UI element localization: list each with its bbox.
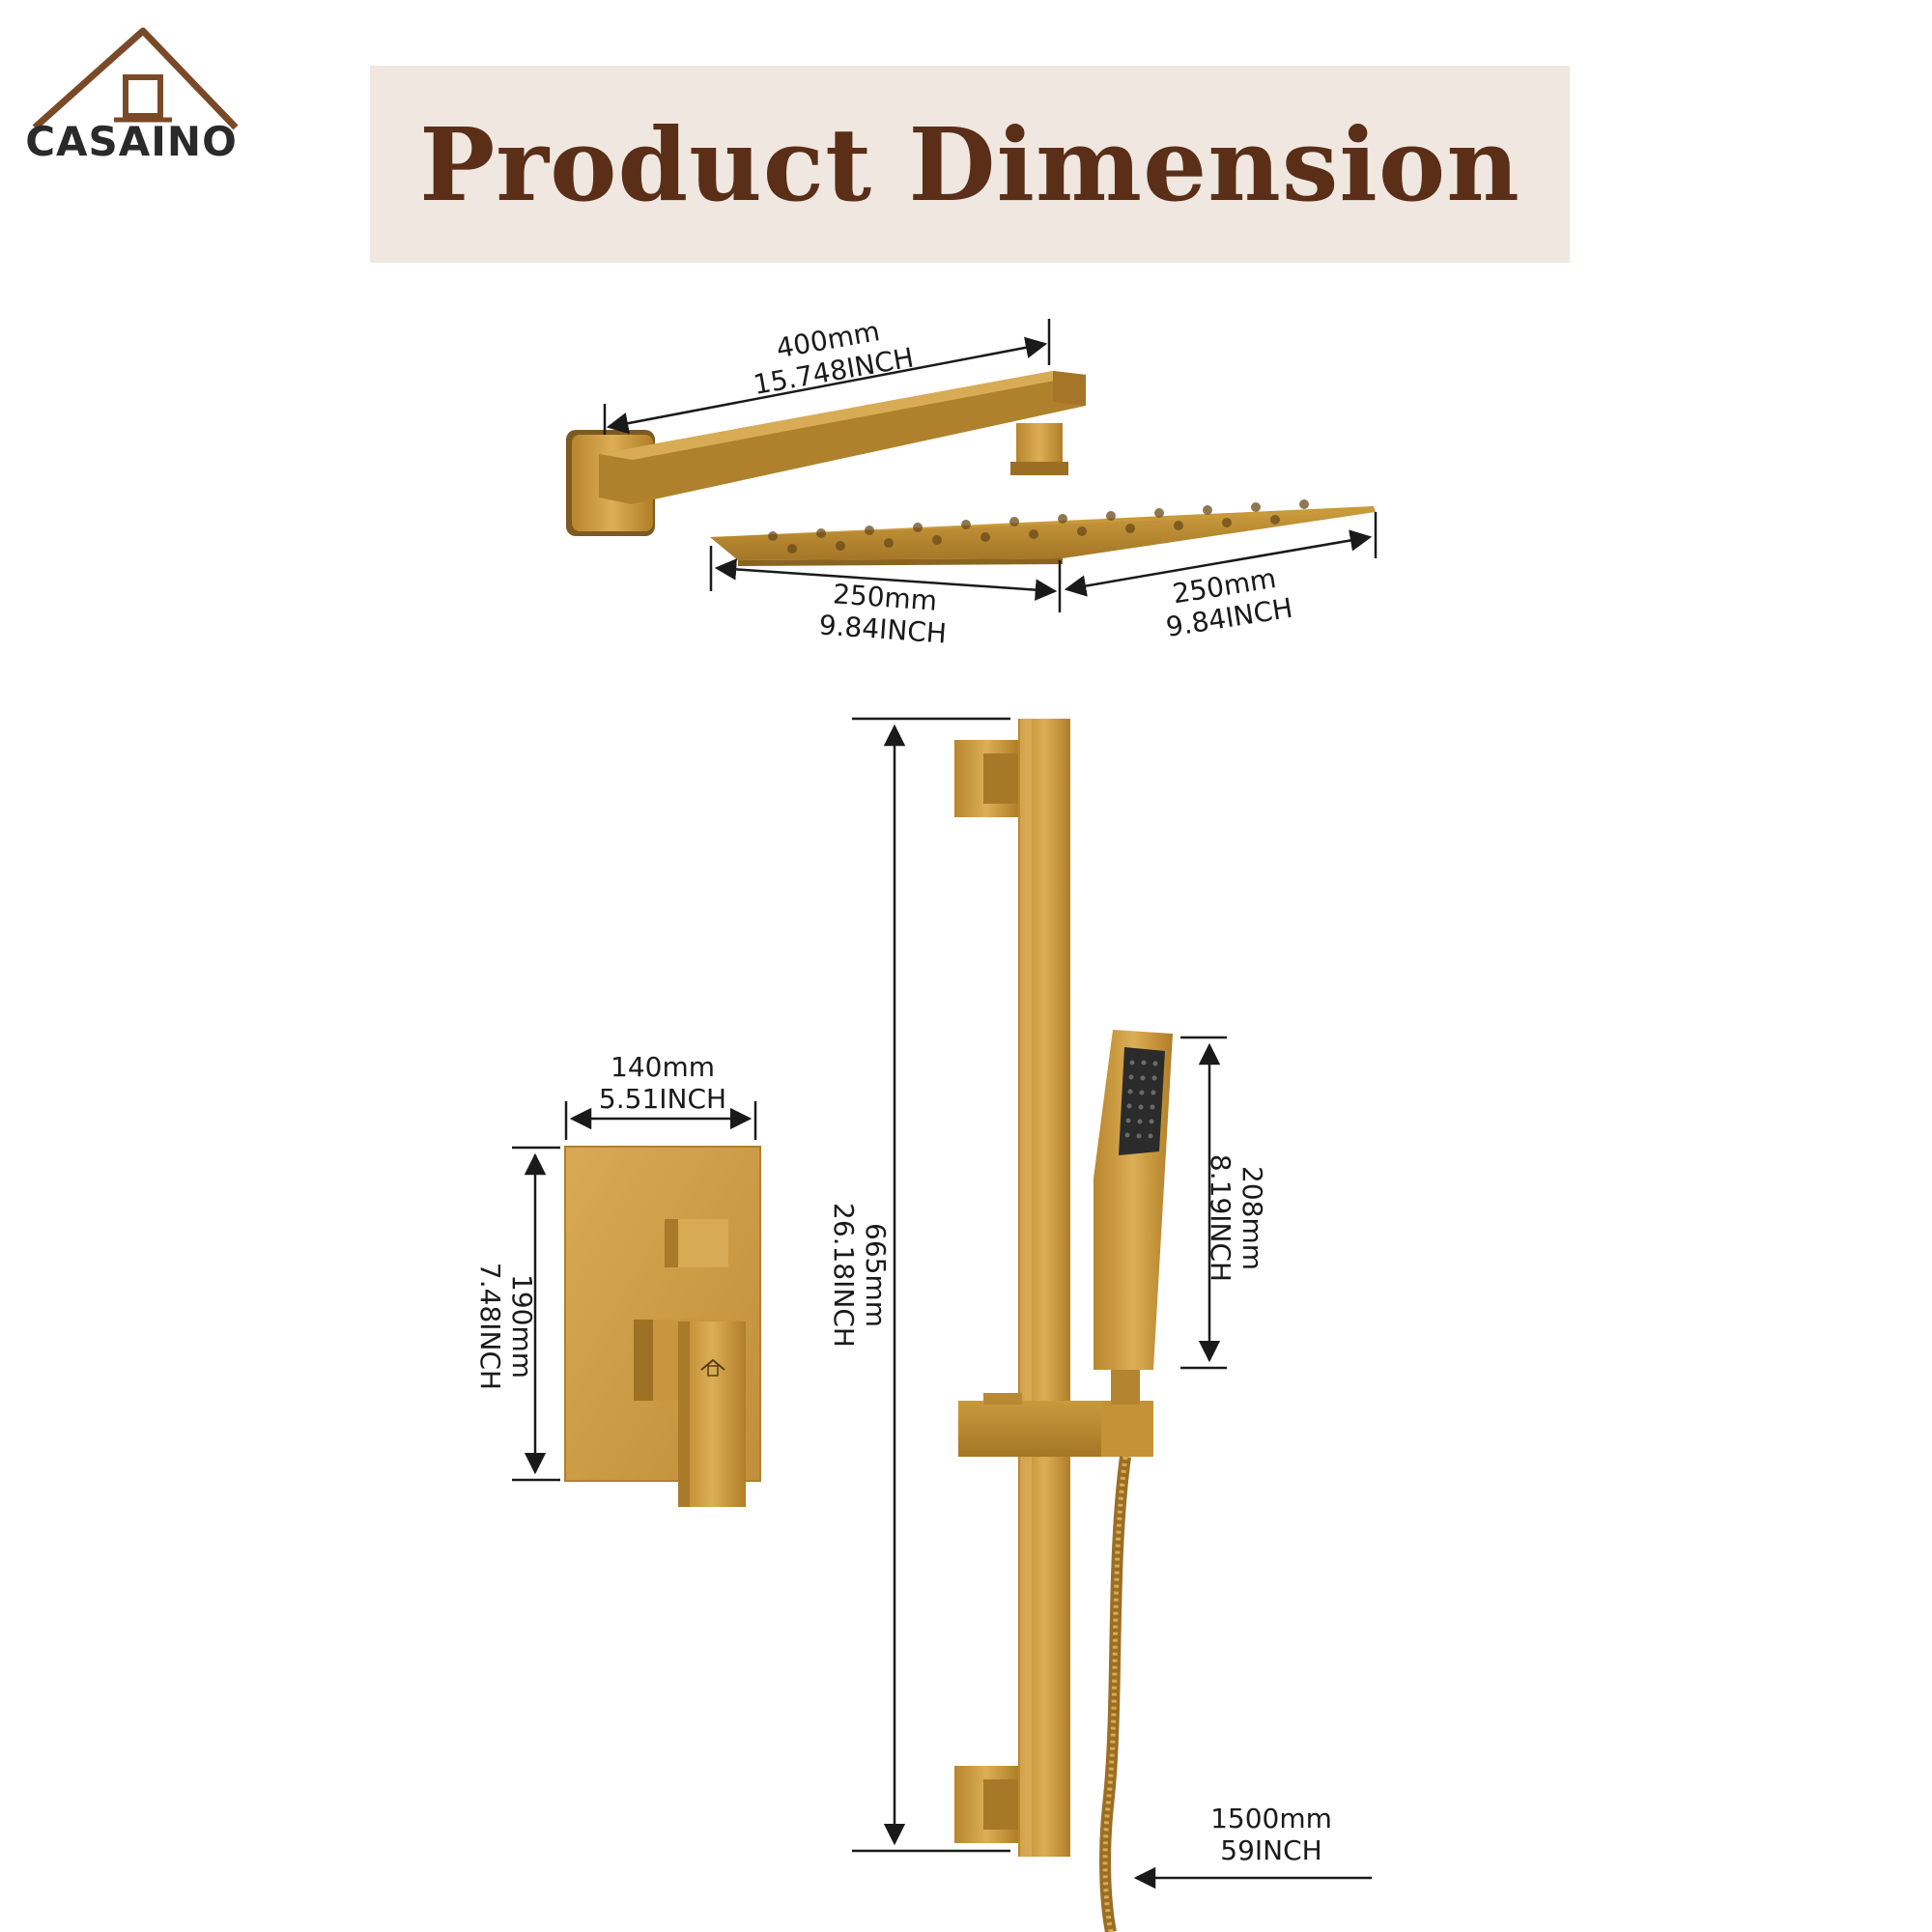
hand-shower bbox=[1094, 1030, 1173, 1405]
title-banner bbox=[370, 66, 1570, 263]
slide-bar-dimension-line bbox=[852, 717, 1010, 1853]
rain-shower-head bbox=[566, 371, 1376, 566]
hose-inch: 59INCH bbox=[1220, 1834, 1322, 1866]
brand-logo-icon bbox=[32, 27, 239, 130]
hand-shower-dimension-label: 208mm 8.19INCH bbox=[1205, 1122, 1268, 1315]
slide-bar-mm: 665mm bbox=[860, 1223, 892, 1327]
valve-width-mm: 140mm bbox=[611, 1051, 715, 1083]
shower-hose bbox=[1099, 1456, 1131, 1932]
slide-bar bbox=[954, 719, 1153, 1857]
hose-mm: 1500mm bbox=[1210, 1803, 1332, 1834]
head-depth-dimension-line bbox=[1064, 512, 1378, 597]
valve-height-mm: 190mm bbox=[506, 1274, 538, 1378]
page-title: Product Dimension bbox=[419, 104, 1520, 224]
valve-width-inch: 5.51INCH bbox=[598, 1083, 727, 1115]
brand-name: CASAINO bbox=[25, 118, 238, 165]
valve-height-dimension-line bbox=[512, 1146, 560, 1482]
head-width-dimension-label: 250mm 9.84INCH bbox=[785, 575, 982, 652]
valve-height-inch: 7.48INCH bbox=[474, 1262, 506, 1391]
valve-width-dimension-label: 140mm 5.51INCH bbox=[566, 1051, 759, 1115]
hose-dimension-label: 1500mm 59INCH bbox=[1175, 1803, 1368, 1866]
valve-trim-plate bbox=[564, 1146, 761, 1507]
hand-shower-mm: 208mm bbox=[1236, 1166, 1268, 1270]
head-width-dimension-line bbox=[709, 546, 1062, 612]
valve-width-dimension-line bbox=[564, 1101, 757, 1140]
shower-arm-dimension-line bbox=[603, 319, 1051, 435]
hand-shower-dimension-line bbox=[1180, 1036, 1227, 1370]
slide-bar-dimension-label: 665mm 26.18INCH bbox=[828, 1159, 892, 1391]
hand-shower-inch: 8.19INCH bbox=[1205, 1153, 1236, 1283]
valve-height-dimension-label: 190mm 7.48INCH bbox=[474, 1230, 538, 1423]
slide-bar-inch: 26.18INCH bbox=[828, 1203, 860, 1348]
